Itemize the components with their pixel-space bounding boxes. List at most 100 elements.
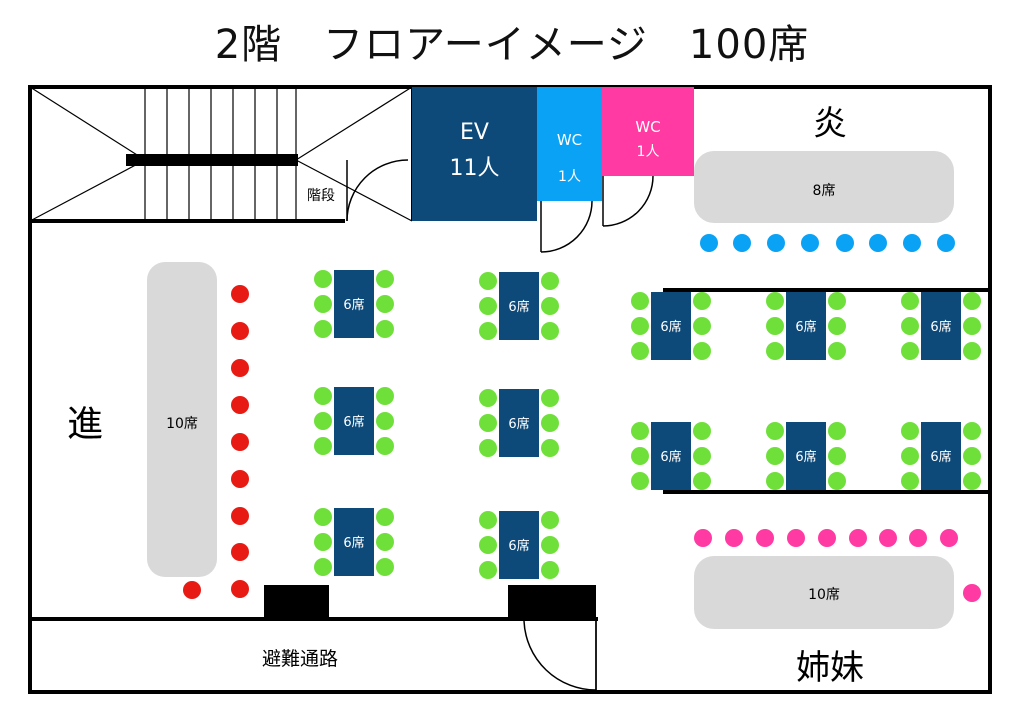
six-seat-table — [499, 389, 539, 457]
table-top-right-label: 8席 — [812, 183, 836, 199]
chair-green — [541, 414, 559, 432]
six-seat-table — [499, 511, 539, 579]
six-seat-table — [786, 422, 826, 490]
chair-pink — [818, 529, 836, 547]
stair-door — [346, 159, 409, 222]
chair-green — [376, 508, 394, 526]
chair-red — [183, 581, 201, 599]
chair-green — [828, 292, 846, 310]
six-seat-table-label: 6席 — [660, 319, 681, 335]
chair-cyan — [767, 234, 785, 252]
chair-green — [901, 317, 919, 335]
chair-green — [376, 320, 394, 338]
six-seat-table — [651, 422, 691, 490]
chair-green — [766, 422, 784, 440]
chair-green — [901, 447, 919, 465]
chair-green — [766, 472, 784, 490]
six-seat-table — [334, 508, 374, 576]
chair-pink — [756, 529, 774, 547]
chair-green — [479, 389, 497, 407]
chair-green — [963, 472, 981, 490]
six-seat-table-label: 6席 — [930, 449, 951, 465]
chair-green — [828, 422, 846, 440]
elevator — [412, 87, 537, 221]
chair-green — [376, 295, 394, 313]
six-seat-table-label: 6席 — [660, 449, 681, 465]
table-bottom-right-label: 10席 — [808, 587, 840, 603]
chair-green — [693, 342, 711, 360]
chair-pink — [849, 529, 867, 547]
chair-green — [376, 558, 394, 576]
chair-pink — [787, 529, 805, 547]
six-seat-table — [921, 292, 961, 360]
chair-green — [376, 533, 394, 551]
six-seat-table — [786, 292, 826, 360]
chair-green — [479, 297, 497, 315]
chair-green — [479, 414, 497, 432]
chair-green — [479, 439, 497, 457]
six-seat-table-label: 6席 — [795, 449, 816, 465]
chair-green — [541, 536, 559, 554]
chair-green — [314, 295, 332, 313]
six-seat-table — [334, 387, 374, 455]
chair-green — [963, 422, 981, 440]
chair-green — [376, 387, 394, 405]
area-top-right-label: 炎 — [813, 104, 847, 144]
area-left-label: 進 — [66, 404, 103, 445]
chair-pink — [940, 529, 958, 547]
chair-green — [314, 558, 332, 576]
six-seat-table-label: 6席 — [930, 319, 951, 335]
chair-green — [541, 322, 559, 340]
elevator-title: EV — [460, 120, 489, 145]
chair-green — [314, 437, 332, 455]
pillar-left — [264, 585, 329, 620]
elevator-capacity: 11人 — [449, 156, 500, 181]
chair-green — [479, 561, 497, 579]
chair-green — [479, 272, 497, 290]
corridor-door — [523, 620, 597, 692]
chair-green — [828, 447, 846, 465]
chair-red — [231, 322, 249, 340]
table-top-right — [694, 151, 954, 223]
chair-pink — [725, 529, 743, 547]
six-seat-table-label: 6席 — [343, 414, 364, 430]
chair-green — [828, 472, 846, 490]
wc-pink — [602, 87, 694, 176]
chair-green — [766, 447, 784, 465]
chair-green — [541, 439, 559, 457]
chair-green — [693, 472, 711, 490]
chair-green — [479, 511, 497, 529]
chair-green — [693, 447, 711, 465]
six-seat-table-label: 6席 — [508, 538, 529, 554]
chair-green — [631, 342, 649, 360]
chair-green — [828, 342, 846, 360]
chair-green — [479, 322, 497, 340]
chair-red — [231, 359, 249, 377]
six-seat-table — [921, 422, 961, 490]
chair-red — [231, 470, 249, 488]
chair-green — [541, 389, 559, 407]
page-title: 2階 フロアーイメージ 100席 — [214, 22, 810, 68]
chair-green — [693, 292, 711, 310]
chair-cyan — [869, 234, 887, 252]
chair-red — [231, 507, 249, 525]
chair-pink — [963, 584, 981, 602]
chair-green — [963, 342, 981, 360]
chair-pink — [694, 529, 712, 547]
chair-green — [541, 272, 559, 290]
chair-cyan — [700, 234, 718, 252]
stairs-label: 階段 — [307, 188, 335, 204]
corridor-label: 避難通路 — [261, 648, 338, 670]
chair-green — [693, 422, 711, 440]
six-seat-table-label: 6席 — [508, 416, 529, 432]
chair-green — [963, 317, 981, 335]
chair-green — [766, 342, 784, 360]
wc-blue — [537, 87, 602, 201]
stair-landing-rail — [126, 154, 298, 166]
chair-green — [963, 292, 981, 310]
table-bottom-right — [694, 556, 954, 629]
chair-green — [376, 437, 394, 455]
chair-cyan — [733, 234, 751, 252]
chair-red — [231, 396, 249, 414]
chair-green — [541, 511, 559, 529]
